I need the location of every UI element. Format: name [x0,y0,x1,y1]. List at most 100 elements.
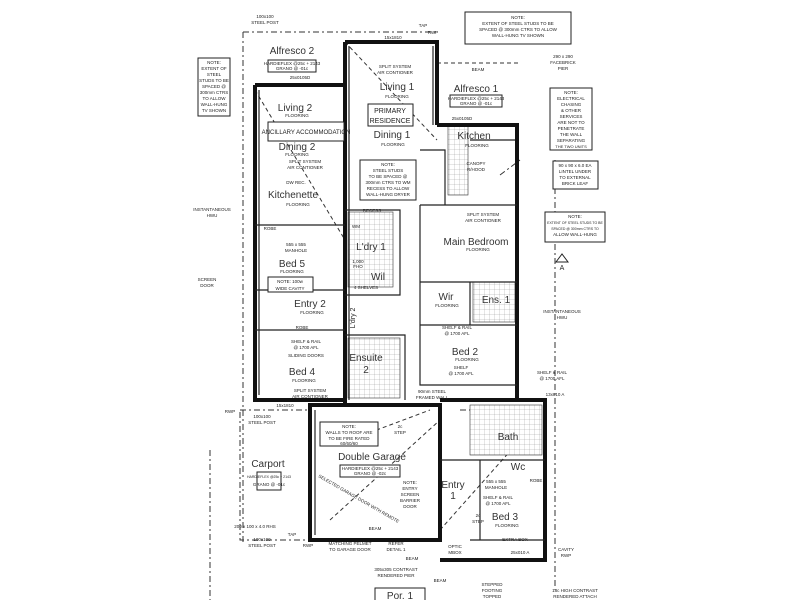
svg-text:@ 1700 AFL: @ 1700 AFL [448,371,474,376]
alfresco-1-cladding: HARDIEFLEX @25c + 2143 [448,96,505,101]
svg-text:TO BE FIRE RATED: TO BE FIRE RATED [328,436,370,441]
svg-text:WALL-HUNG: WALL-HUNG [201,102,228,107]
svg-text:ROBE: ROBE [296,325,309,330]
svg-text:300mm CTRS TO WM: 300mm CTRS TO WM [365,180,410,185]
flooring-label: FLOORING [285,113,309,118]
flooring-label: FLOORING [381,142,405,147]
svg-text:15x1810: 15x1810 [276,403,294,408]
boundary-lines [209,31,556,600]
svg-text:BARRIER: BARRIER [400,498,421,503]
svg-text:CAVITY: CAVITY [558,547,574,552]
svg-text:WM: WM [352,224,360,229]
room-bed-4: Bed 4 [289,367,316,378]
alfresco-2-grano: GRANO @ -01c [276,66,309,71]
svg-text:ROBE: ROBE [264,226,277,231]
porch-label: Por. 1 [387,591,414,600]
svg-text:OPTIC: OPTIC [448,544,463,549]
svg-text:THE WALL: THE WALL [560,132,583,137]
svg-text:ARE NOT TO: ARE NOT TO [557,120,585,125]
svg-text:TAP: TAP [288,532,296,537]
svg-text:NOTE:: NOTE: [207,60,221,65]
alfresco-2-cladding: HARDIEFLEX @25c + 2143 [264,61,321,66]
svg-text:NOTE:: NOTE: [342,424,356,429]
flooring-label: FLOORING [495,523,519,528]
room-bed-2: Bed 2 [452,347,479,358]
room-entry-1: Entry [441,480,464,491]
svg-text:WIDE CAVITY: WIDE CAVITY [276,286,305,291]
svg-text:STEEL POST: STEEL POST [251,20,279,25]
note-tv-top: NOTE: EXTENT OF STEEL STUDS TO BE SPACED… [464,11,572,45]
primary-label: PRIMARY [374,108,406,115]
svg-text:STEP: STEP [394,430,406,435]
svg-text:RENDERED PIER: RENDERED PIER [377,573,415,578]
svg-text:SEPARATING: SEPARATING [557,138,586,143]
svg-text:BEAM: BEAM [472,67,485,72]
svg-text:STEEL POST: STEEL POST [248,420,276,425]
svg-text:CANOPY: CANOPY [466,161,485,166]
svg-text:MATCHING PELMET: MATCHING PELMET [329,541,372,546]
svg-text:STEP: STEP [472,519,484,524]
flooring-label: FLOORING [300,310,324,315]
svg-text:DETAIL 1: DETAIL 1 [386,547,406,552]
svg-text:555 x 555: 555 x 555 [486,479,506,484]
svg-text:LINTEL UNDER: LINTEL UNDER [559,169,592,174]
svg-text:PIER: PIER [558,66,569,71]
room-entry-1-number: 1 [450,491,456,502]
flooring-label: FLOORING [455,357,479,362]
note-tv-left: NOTE: EXTENT OF STEEL STUDS TO BE SPACED… [197,57,231,117]
note-fire-rated: NOTE: WALLS TO ROOF ARE TO BE FIRE RATED… [319,421,379,447]
room-laundry-2: L'dry 2 [350,308,357,329]
garage-cladding: HARDIEFLEX @25c + 2143 [342,466,399,471]
svg-text:CHASING: CHASING [561,102,582,107]
flooring-label: FLOORING [285,152,309,157]
svg-text:SPACED @ 300mm CTRS TO ALLOW: SPACED @ 300mm CTRS TO ALLOW [479,27,558,32]
svg-text:STEEL POST: STEEL POST [248,543,276,548]
svg-text:& OTHER: & OTHER [561,108,582,113]
svg-text:ALLOW WALL-HUNG: ALLOW WALL-HUNG [553,232,597,237]
svg-text:BEAM: BEAM [406,556,419,561]
svg-text:@ 1700 AFL: @ 1700 AFL [293,345,319,350]
svg-text:NOTE:: NOTE: [564,90,578,95]
svg-text:2c: 2c [398,424,404,429]
svg-text:RWP: RWP [428,30,438,35]
svg-text:BEAM: BEAM [434,578,447,583]
room-wc: Wc [511,462,525,473]
note-electrical: NOTE: ELECTRICAL CHASING & OTHER SERVICE… [549,87,593,151]
svg-text:EXTENT OF: EXTENT OF [201,66,226,71]
room-alfresco-2: Alfresco 2 [270,46,315,57]
room-ensuite-1: Ens. 1 [482,295,511,306]
svg-text:2c: 2c [476,513,482,518]
room-entry-2: Entry 2 [294,299,326,310]
boxed-labels: ANCILLARY ACCOMMODATION PRIMARY RESIDENC… [247,59,505,600]
svg-text:SPLIT SYSTEM: SPLIT SYSTEM [294,388,326,393]
svg-text:1,000: 1,000 [352,259,364,264]
svg-text:SLIDING DOORS: SLIDING DOORS [288,353,324,358]
room-ensuite-2: Ensuite [349,353,383,364]
svg-text:SHELF & RAIL: SHELF & RAIL [291,339,322,344]
svg-text:ROBE: ROBE [530,478,543,483]
svg-text:100x100: 100x100 [256,14,274,19]
svg-text:DW REC.: DW REC. [286,180,306,185]
svg-text:ELECTRICAL: ELECTRICAL [557,96,585,101]
svg-text:THE TWO UNITS: THE TWO UNITS [555,144,587,149]
room-walk-in-linen: Wil [371,272,385,283]
note-cavity: NOTE: 100w WIDE CAVITY [267,276,314,293]
note-screen-door: NOTE: ENTRY SCREEN BARRIER DOOR [400,480,421,509]
svg-text:NOTE:: NOTE: [511,15,525,20]
svg-text:305x305 CONTRAST: 305x305 CONTRAST [374,567,418,572]
svg-text:18c HIGH CONTRAST: 18c HIGH CONTRAST [552,588,598,593]
room-dining-2: Dining 2 [279,142,316,153]
svg-text:RECESS: RECESS [363,208,382,213]
room-dining-1: Dining 1 [374,130,411,141]
room-alfresco-1: Alfresco 1 [454,84,499,95]
svg-text:13x810 A: 13x810 A [546,392,565,397]
room-main-bedroom: Main Bedroom [443,237,508,248]
svg-text:TO EXTERNAL: TO EXTERNAL [559,175,591,180]
note-dryer: NOTE: STEEL STUDS TO BE SPACED @ 300mm C… [359,159,417,201]
flooring-label: FLOORING [292,378,316,383]
note-tv-right: NOTE: EXTENT OF STEEL STUDS TO BE SPACED… [544,211,606,243]
flooring-label: FLOORING [280,269,304,274]
svg-text:290 x 290: 290 x 290 [553,54,573,59]
svg-text:WALL-HUNG TV SHOWN: WALL-HUNG TV SHOWN [492,33,544,38]
room-bed-3: Bed 3 [492,512,519,523]
